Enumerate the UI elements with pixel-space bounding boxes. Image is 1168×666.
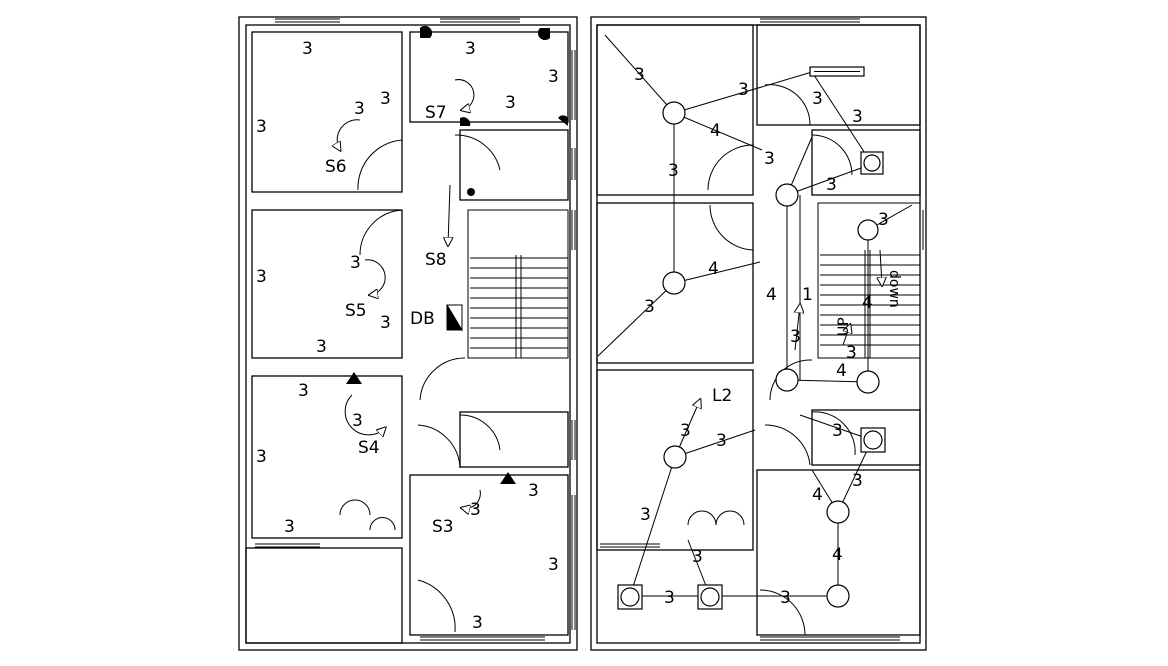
switch-label-s8: S8 [425, 250, 447, 270]
circuit-mark: 3 [790, 327, 801, 347]
circuit-mark: 3 [780, 588, 791, 608]
circuit-mark: 3 [644, 297, 655, 317]
room-r-mid-small [811, 409, 921, 466]
room-r-top-left [596, 24, 754, 196]
left-doors [339, 134, 501, 633]
switch-label-s4: S4 [358, 438, 380, 458]
circuit-mark: 3 [692, 547, 703, 567]
light-point [775, 368, 799, 392]
room-r-mid-left [596, 202, 754, 364]
left-switch-arrows [337, 79, 481, 509]
room-r-top-right [756, 24, 921, 126]
loop-label: L2 [712, 386, 732, 406]
right-fixtures [617, 66, 886, 610]
circuit-mark: 3 [465, 39, 476, 59]
circuit-mark: 3 [878, 210, 889, 230]
room-bottom-left [245, 547, 403, 644]
circuit-mark: 3 [764, 149, 775, 169]
circuit-mark: 3 [256, 447, 267, 467]
left-circuit-numbers: 3 3 3 3 3 3 3 3 3 3 3 3 3 3 3 3 3 3 3 [256, 39, 559, 633]
circuit-mark: 3 [302, 39, 313, 59]
circuit-mark: 3 [826, 175, 837, 195]
stair-up-label: UP [836, 317, 852, 336]
stair-left [467, 209, 569, 359]
circuit-mark: 4 [766, 285, 777, 305]
light-point [856, 370, 880, 394]
switch-label-s7: S7 [425, 103, 447, 123]
wiring [597, 34, 913, 597]
room-top-right [409, 31, 569, 123]
circuit-mark: 3 [668, 161, 679, 181]
circuit-mark: 3 [256, 267, 267, 287]
circuit-mark: 3 [352, 411, 363, 431]
circuit-mark: 3 [298, 381, 309, 401]
circuit-mark: 3 [470, 500, 481, 520]
room-mid-left [251, 209, 403, 359]
light-point [826, 584, 850, 608]
circuit-mark: 3 [548, 67, 559, 87]
circuit-mark: 1 [802, 285, 813, 305]
circuit-mark: 3 [852, 471, 863, 491]
light-point [662, 271, 686, 295]
circuit-mark: 3 [505, 93, 516, 113]
left-inner-wall [245, 24, 571, 644]
circuit-mark: 3 [354, 99, 365, 119]
circuit-mark: 3 [852, 107, 863, 127]
circuit-mark: 3 [284, 517, 295, 537]
right-plan: L2 UP down 3 3 3 3 4 3 3 3 3 4 4 1 3 4 3… [590, 16, 927, 651]
left-plan: S6 S7 S8 S5 S4 S3 DB 3 3 [238, 16, 578, 651]
left-windows [255, 18, 576, 641]
circuit-mark: 3 [640, 505, 651, 525]
switch-label-s6: S6 [325, 157, 347, 177]
stair-down-label: down [886, 270, 902, 308]
circuit-mark: 3 [812, 89, 823, 109]
room-r-low-right [756, 469, 921, 636]
db-label: DB [410, 309, 435, 329]
circuit-mark: 3 [680, 421, 691, 441]
circuit-mark: 3 [380, 313, 391, 333]
circuit-mark: 3 [472, 613, 483, 633]
room-right-mid [459, 411, 569, 468]
circuit-mark: 4 [862, 293, 873, 313]
room-r-small [811, 129, 921, 196]
circuit-mark: 3 [528, 481, 539, 501]
circuit-mark: 3 [738, 80, 749, 100]
room-small-right [459, 129, 569, 201]
circuit-mark: 4 [836, 361, 847, 381]
light-point [662, 101, 686, 125]
room-low-right [409, 474, 569, 636]
light-point [775, 183, 799, 207]
light-point [826, 500, 850, 524]
right-windows [600, 18, 924, 641]
circuit-mark: 3 [634, 65, 645, 85]
room-top-left [251, 31, 403, 193]
circuit-mark: 4 [710, 121, 721, 141]
right-doors [687, 84, 856, 636]
right-circuit-numbers: 3 3 3 3 4 3 3 3 3 4 4 1 3 4 3 3 4 3 3 3 … [634, 65, 889, 608]
right-outer-wall [590, 16, 927, 651]
circuit-mark: 3 [832, 421, 843, 441]
circuit-mark: 3 [350, 253, 361, 273]
db-board-symbol [446, 304, 463, 332]
circuit-mark: 3 [846, 343, 857, 363]
room-r-low-left [596, 369, 754, 551]
circuit-mark: 3 [380, 89, 391, 109]
circuit-mark: 3 [316, 337, 327, 357]
switch-label-s3: S3 [432, 517, 454, 537]
room-low-left [251, 375, 403, 539]
circuit-mark: 4 [812, 485, 823, 505]
switch-label-s5: S5 [345, 301, 367, 321]
circuit-mark: 4 [708, 259, 719, 279]
circuit-mark: 4 [832, 545, 843, 565]
left-outer-wall [238, 16, 578, 651]
circuit-mark: 3 [716, 431, 727, 451]
light-point [663, 445, 687, 469]
circuit-mark: 3 [664, 588, 675, 608]
left-fixtures [346, 25, 568, 484]
circuit-mark: 3 [256, 117, 267, 137]
circuit-mark: 3 [548, 555, 559, 575]
stair-right [817, 202, 921, 359]
light-point [857, 219, 879, 241]
